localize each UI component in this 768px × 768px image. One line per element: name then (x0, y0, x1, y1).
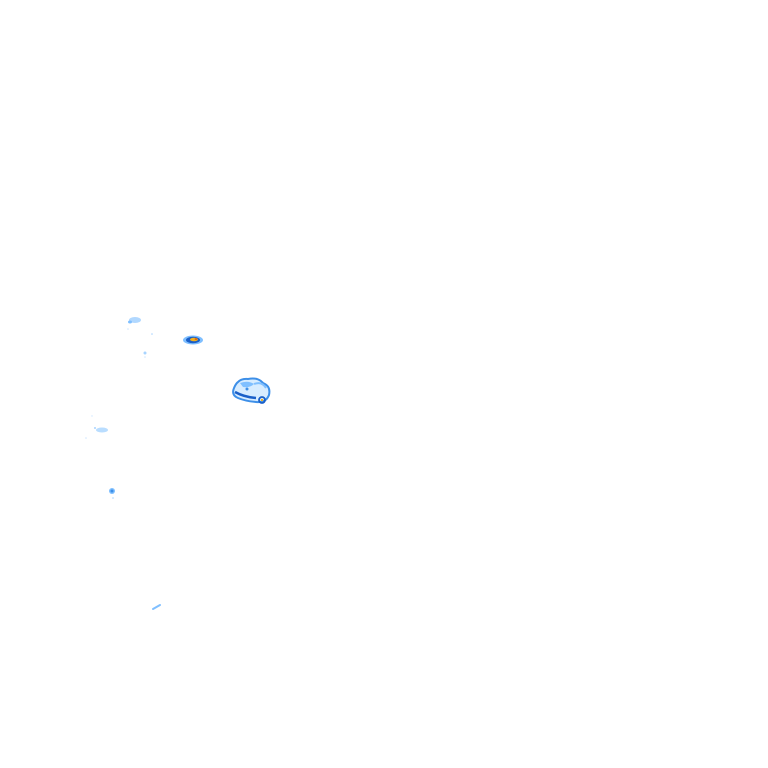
radar-echo-8 (144, 356, 146, 358)
radar-echo-1 (128, 317, 153, 355)
radar-echo-6 (152, 604, 161, 610)
radar-echo-3 (232, 377, 271, 404)
radar-echo-5 (109, 488, 115, 499)
radar-echo-4 (85, 415, 108, 439)
radar-echo-7 (127, 328, 129, 330)
radar-echo-2 (183, 335, 203, 345)
